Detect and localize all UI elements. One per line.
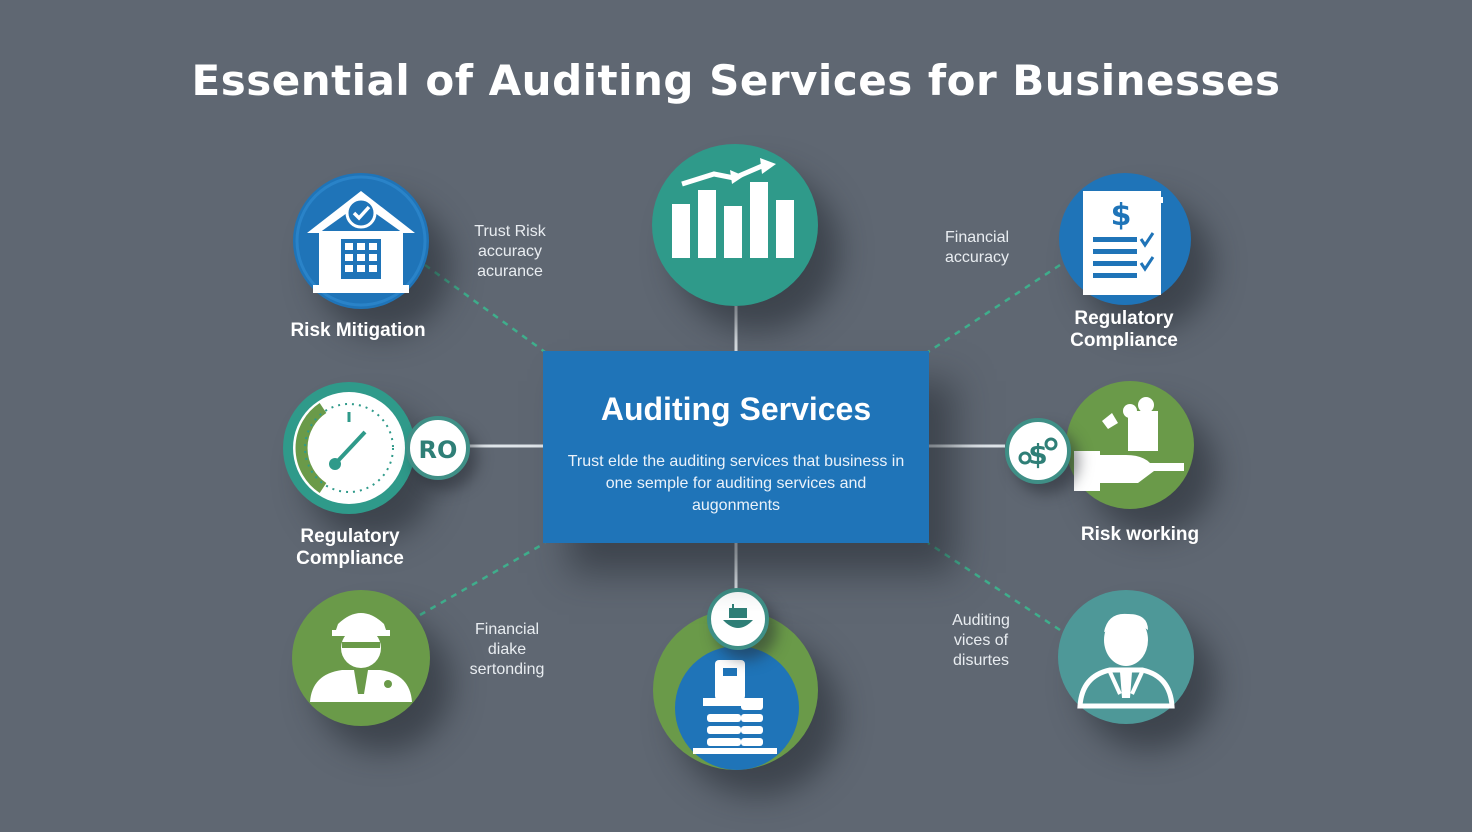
risk-mitigation-label: Risk Mitigation — [290, 320, 426, 341]
note-bottom-right-line-2: vices of — [953, 632, 1009, 649]
note-bottom-left-line-3: sertonding — [469, 661, 545, 678]
note-top-right: Financial accuracy — [912, 228, 1042, 268]
note-bottom-right-line-1: Auditing — [952, 612, 1010, 629]
note-bottom-left-line-1: Financial — [474, 621, 540, 638]
coin-stacks-icon — [675, 646, 799, 770]
auditor-person-icon — [310, 613, 412, 702]
note-top-right-line-1: Financial — [944, 229, 1010, 246]
dollar-checklist-icon: $ — [1083, 191, 1163, 295]
hub-description: Trust elde the auditing services that bu… — [567, 453, 905, 514]
cash-bowl-badge — [707, 588, 769, 650]
regulatory-compliance-label-left: Regulatory Compliance — [296, 526, 404, 569]
risk-working-node — [1066, 381, 1194, 509]
gauge-icon — [293, 392, 405, 504]
businessman-node — [1058, 590, 1194, 724]
risk-mitigation-node — [293, 173, 429, 309]
note-bottom-left: Financial diake sertonding — [442, 620, 572, 680]
bar-chart-trend-icon — [672, 158, 794, 258]
regulatory-compliance-node-top: $ — [1059, 173, 1191, 305]
page-title: Essential of Auditing Services for Busin… — [191, 56, 1281, 105]
note-bottom-left-line-2: diake — [487, 641, 527, 658]
building-check-icon — [295, 175, 427, 307]
ro-badge-graphic: RO — [419, 436, 458, 464]
note-top-right-line-2: accuracy — [944, 249, 1010, 266]
risk-working-label: Risk working — [1080, 524, 1200, 545]
ro-badge-text: RO — [419, 436, 458, 464]
note-top-left: Trust Risk accuracy acurance — [445, 222, 575, 282]
ro-badge: RO — [406, 416, 470, 480]
dollar-coins-badge: $ — [1005, 418, 1071, 484]
note-bottom-right: Auditing vices of disurtes — [916, 611, 1046, 671]
businessman-icon — [1077, 613, 1175, 709]
svg-text:$: $ — [1028, 438, 1047, 471]
auditor-node — [292, 590, 430, 726]
finance-stacks-node — [653, 610, 818, 770]
performance-chart-node — [652, 144, 818, 306]
regulatory-compliance-label-top: Regulatory Compliance — [1038, 308, 1210, 352]
auditing-services-hub: Auditing Services Trust elde the auditin… — [543, 351, 929, 543]
note-top-left-line-3: acurance — [477, 263, 543, 280]
note-bottom-right-line-3: disurtes — [952, 652, 1010, 669]
hand-money-icon — [1074, 397, 1184, 491]
svg-text:$: $ — [1111, 198, 1132, 233]
note-top-left-line-2: accuracy — [477, 243, 543, 260]
cash-bowl-icon — [723, 604, 753, 628]
regulatory-compliance-node-left — [283, 382, 415, 514]
dollar-coins-icon: $ — [1018, 437, 1058, 471]
note-top-left-line-1: Trust Risk — [474, 223, 546, 240]
regulatory-compliance-text-top: Regulatory Compliance — [1070, 308, 1178, 351]
hub-title: Auditing Services — [600, 391, 872, 427]
